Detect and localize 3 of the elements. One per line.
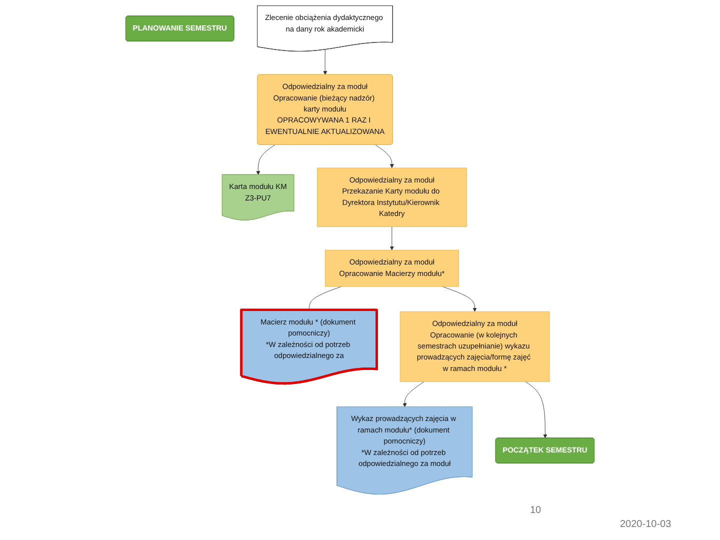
page-number: 10: [530, 505, 542, 516]
date-label: 2020-10-03: [620, 519, 672, 530]
connector: [309, 286, 342, 310]
